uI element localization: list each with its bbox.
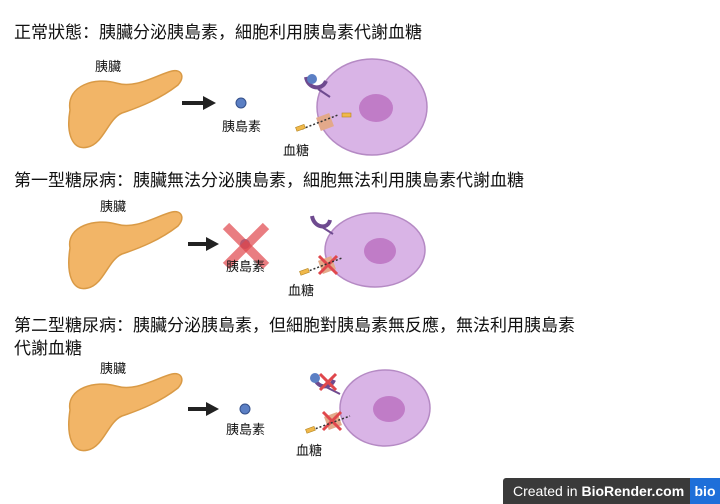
insulin-receptor: [304, 76, 331, 98]
target-cell: [316, 58, 428, 156]
glucose-molecule: [299, 268, 310, 276]
glucose-label: 血糖: [296, 444, 323, 459]
insulin-molecule: [239, 403, 251, 415]
section-normal-heading: 正常狀態：胰臟分泌胰島素，細胞利用胰島素代謝血糖: [14, 23, 422, 43]
arrow: [182, 96, 216, 110]
pancreas: [68, 69, 183, 149]
bound-insulin: [310, 373, 320, 383]
glucose-molecule: [305, 426, 316, 434]
section-type2-heading: 第二型糖尿病：胰臟分泌胰島素，但細胞對胰島素無反應，無法利用胰島素 代謝血糖: [14, 316, 575, 359]
section-type1-diagram: [68, 210, 426, 290]
biorender-logo-icon: bio: [690, 478, 720, 504]
pancreas-label: 胰臟: [95, 60, 122, 75]
section-type2-diagram: [68, 369, 431, 452]
glucose-path: [311, 415, 351, 431]
section-type1-heading: 第一型糖尿病：胰臟無法分泌胰島素，細胞無法利用胰島素代謝血糖: [14, 171, 524, 191]
cross-icon: [317, 254, 339, 276]
pancreas-label: 胰臟: [100, 200, 127, 215]
bound-insulin: [307, 74, 317, 84]
watermark-brand: BioRender.com: [581, 483, 685, 499]
glucose-molecule: [341, 112, 352, 118]
arrow: [188, 237, 219, 251]
glucose-label: 血糖: [283, 144, 310, 159]
pancreas-label: 胰臟: [100, 362, 127, 377]
cross-icon: [318, 372, 338, 392]
insulin-label: 胰島素: [226, 260, 266, 275]
glucose-molecule: [295, 124, 306, 132]
cross-icon: [222, 222, 270, 270]
glucose-path: [301, 114, 339, 130]
nucleus: [359, 94, 393, 122]
glucose-label: 血糖: [288, 284, 315, 299]
insulin-label: 胰島素: [222, 120, 262, 135]
section-normal-diagram: [68, 58, 428, 156]
insulin-receptor: [310, 215, 334, 235]
insulin-label: 胰島素: [226, 423, 266, 438]
pancreas: [68, 372, 183, 452]
biorender-watermark[interactable]: Created in BioRender.com bio: [503, 478, 720, 504]
nucleus: [373, 396, 405, 422]
glucose-path: [305, 257, 343, 273]
watermark-text: Created in BioRender.com: [513, 483, 685, 499]
nucleus: [364, 238, 396, 264]
cross-icon: [321, 410, 343, 432]
pancreas: [68, 210, 183, 290]
insulin-molecule: [235, 97, 247, 109]
target-cell: [324, 212, 426, 288]
target-cell: [339, 369, 431, 447]
arrow: [188, 402, 219, 416]
